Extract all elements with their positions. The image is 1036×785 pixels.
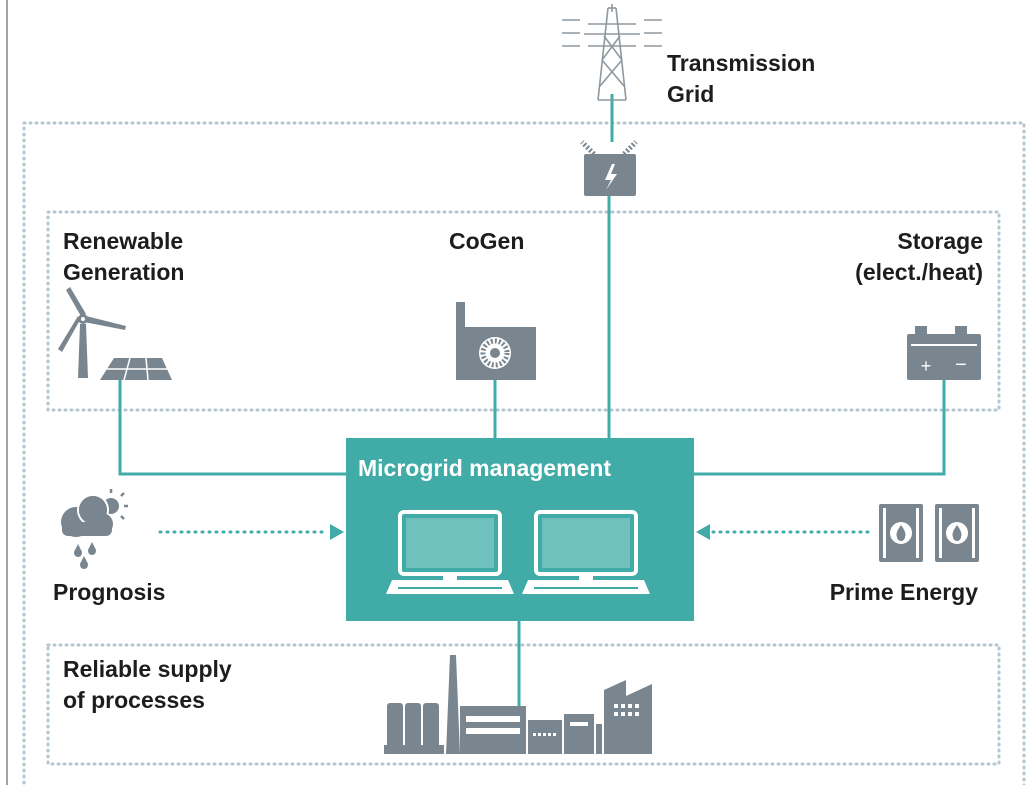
generation-zone (46, 210, 1001, 412)
microgrid-boundary (22, 121, 1026, 785)
computer-icon (522, 510, 650, 594)
process-zone (46, 643, 1001, 766)
prognosis-arrow (158, 524, 344, 540)
solar-panel-icon (100, 357, 172, 381)
microgrid-management-title: Microgrid management (358, 455, 612, 481)
oil-barrel-icon (879, 504, 979, 562)
prime-energy-label: Prime Energy (829, 579, 978, 605)
renewable-generation-label: Renewable Generation (63, 228, 185, 285)
weather-cloud-icon (61, 489, 128, 569)
computer-icon (386, 510, 514, 594)
svg-text:−: − (955, 354, 967, 376)
prognosis-label: Prognosis (53, 579, 166, 605)
reliable-supply-label: Reliable supply of processes (63, 656, 232, 713)
factory-icon (384, 655, 652, 754)
battery-icon: + − (907, 326, 981, 380)
cogen-label: CoGen (449, 228, 525, 254)
svg-text:+: + (921, 356, 932, 376)
prime-energy-arrow (696, 524, 870, 540)
transmission-grid-label: Transmission Grid (667, 50, 816, 107)
connection-lines (118, 94, 946, 712)
cogen-plant-icon (456, 302, 536, 380)
transformer-icon (580, 140, 638, 196)
wind-turbine-icon (58, 287, 126, 378)
storage-label: Storage (elect./heat) (855, 228, 983, 285)
transmission-tower-icon (562, 4, 662, 101)
